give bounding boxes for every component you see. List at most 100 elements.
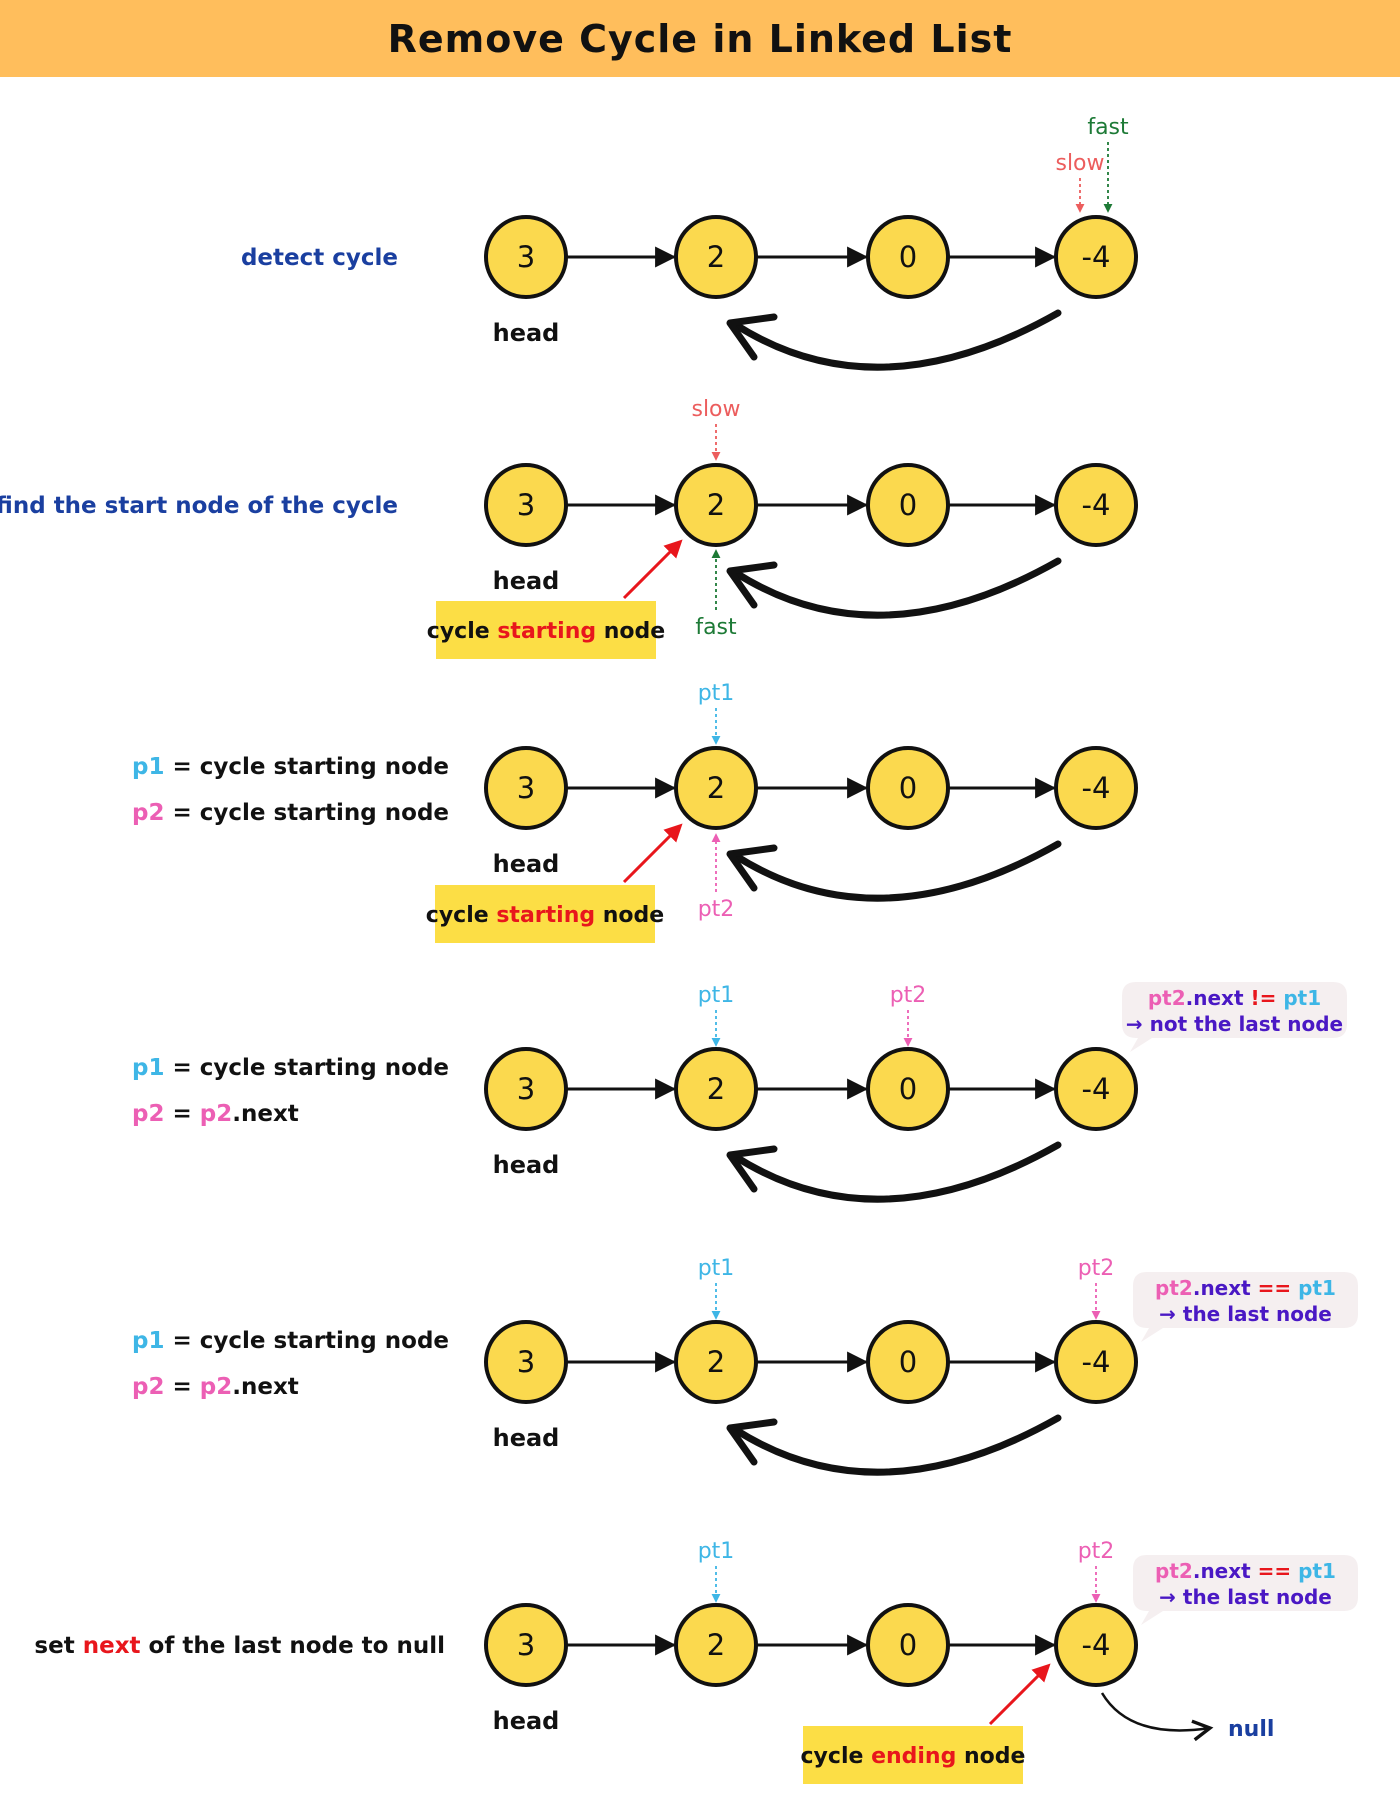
node-circle [1054,215,1138,299]
node-value: 2 [707,1628,725,1662]
note-line-2: → the last node [1159,1302,1332,1326]
note-bubble [1133,1272,1358,1342]
pointer-label-pt1: pt1 [698,1256,735,1281]
node-circle [484,463,568,547]
node-value: -4 [1082,1628,1111,1662]
text-span: node [595,903,664,928]
node-value: -4 [1082,1072,1111,1106]
text-span: p1 [132,1055,164,1081]
node-value: 2 [707,488,725,522]
text-span: = cycle starting node [164,754,449,780]
node-circle [866,215,950,299]
start-node-indicator [622,823,683,884]
cycle-back-arrow [732,309,1062,371]
tag-box [435,885,655,943]
text-span: cycle [426,903,497,928]
tag-box [436,601,656,659]
text-span: p1 [132,754,164,780]
pointer-label-pt2: pt2 [1078,1256,1115,1281]
tag-label: cycle ending node [801,1744,1026,1769]
cycle-back-arrow [732,557,1062,619]
text-span: != [1250,986,1276,1010]
text-span: starting [497,619,596,644]
text-span: p2 [132,800,164,826]
node-circle [484,215,568,299]
null-arrow [1100,1692,1214,1742]
note-bubble [1122,982,1347,1052]
node-circle [866,1320,950,1404]
text-span: p2 [200,1101,232,1127]
tag-label: cycle starting node [426,903,664,928]
text-span: .next [1193,1559,1258,1583]
pointer-label-slow: slow [691,397,740,422]
node-value: 3 [517,240,535,274]
node-circle [866,1047,950,1131]
text-span: .next [1193,1276,1258,1300]
node-value: -4 [1082,1345,1111,1379]
text-span: = cycle starting node [164,800,449,826]
node-circle [1054,463,1138,547]
node-value: 3 [517,771,535,805]
head-label: head [493,1707,560,1735]
text-span: = [164,1101,199,1127]
node-value: 0 [899,771,917,805]
node-circle [866,463,950,547]
node-circle [1054,1603,1138,1687]
text-span: starting [496,903,595,928]
end-node-indicator [988,1663,1051,1726]
text-span: pt1 [1291,1559,1336,1583]
node-circle [674,463,758,547]
node-circle [1054,1320,1138,1404]
pointer-label-pt2: pt2 [698,897,735,922]
text-span: .next [232,1374,299,1400]
head-label: head [493,1151,560,1179]
note-line-1: pt2.next == pt1 [1155,1559,1336,1583]
text-span: = cycle starting node [164,1055,449,1081]
text-span: cycle [427,619,498,644]
node-circle [674,215,758,299]
node-circle [674,1603,758,1687]
row-description: find the start node of the cycle [0,493,398,519]
text-span: node [596,619,665,644]
text-span: .next [1186,986,1251,1010]
pointer-label-pt1: pt1 [698,681,735,706]
null-label: null [1228,1717,1274,1742]
head-label: head [493,319,560,347]
pointer-label-pt1: pt1 [698,1539,735,1564]
cycle-back-arrow [732,1141,1062,1203]
text-span: p2 [132,1374,164,1400]
node-circle [484,1603,568,1687]
node-value: 2 [707,1072,725,1106]
variable-assignment: p1 = cycle starting node [132,754,449,780]
node-value: 2 [707,771,725,805]
cycle-arrow-head [726,1418,778,1466]
cycle-back-arrow [732,840,1062,902]
node-circle [866,1603,950,1687]
node-value: 0 [899,1345,917,1379]
note-line-2: → not the last node [1126,1012,1343,1036]
text-span: pt1 [1291,1276,1336,1300]
node-circle [1054,1047,1138,1131]
pointer-label-pt2: pt2 [890,983,927,1008]
node-circle [674,1047,758,1131]
cycle-arrow-head [726,1145,778,1193]
pointer-label-pt1: pt1 [698,983,735,1008]
text-span: == [1258,1559,1292,1583]
note-bubble [1133,1555,1358,1625]
pointer-label-slow: slow [1055,151,1104,176]
text-span: next [83,1633,141,1659]
variable-assignment: p2 = p2.next [132,1374,299,1400]
tag-box [803,1726,1023,1784]
node-value: 0 [899,1628,917,1662]
text-span: pt2 [1148,986,1186,1010]
node-value: 0 [899,1072,917,1106]
page-title: Remove Cycle in Linked List [387,16,1013,61]
start-node-indicator [622,539,683,600]
cycle-arrow-head [726,561,778,609]
